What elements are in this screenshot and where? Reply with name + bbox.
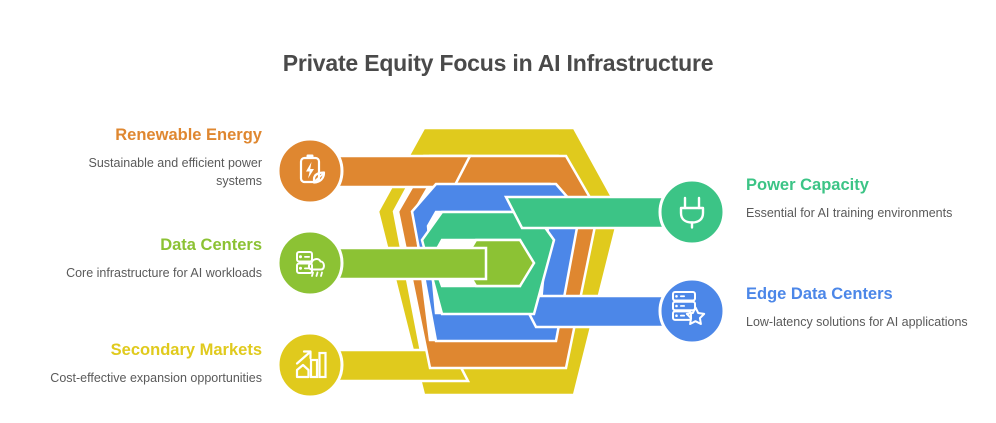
node-power-capacity: Power Capacity Essential for AI training… [746,176,976,222]
ring-secondary-markets [300,126,622,397]
node-description-edge-data-centers: Low-latency solutions for AI application… [746,314,968,329]
node-secondary-markets: Secondary Markets Cost-effective expansi… [30,341,262,387]
node-heading-data-centers: Data Centers [160,236,262,254]
core-data-centers [300,238,536,288]
node-description-data-centers: Core infrastructure for AI workloads [66,265,262,280]
eco-battery-icon [299,153,326,184]
icon-renewable-energy[interactable] [276,137,344,205]
ring-renewable-energy [300,154,600,370]
node-heading-secondary-markets: Secondary Markets [110,341,262,359]
ring-power-capacity [420,195,694,316]
node-description-secondary-markets: Cost-effective expansion opportunities [50,370,262,385]
node-heading-power-capacity: Power Capacity [746,176,869,194]
node-data-centers: Data Centers Core infrastructure for AI … [40,236,262,282]
node-description-renewable-energy: Sustainable and efficient power systems [88,155,263,188]
node-heading-edge-data-centers: Edge Data Centers [746,285,893,303]
power-plug-icon [679,196,705,229]
server-star-icon [672,291,706,325]
ring-edge-data-centers [410,182,694,343]
icon-power-capacity[interactable] [658,178,726,246]
node-description-power-capacity: Essential for AI training environments [746,205,953,220]
icon-data-centers[interactable] [276,229,344,297]
node-renewable-energy: Renewable Energy Sustainable and efficie… [40,126,263,190]
icon-secondary-markets[interactable] [276,331,344,399]
cloud-server-icon [296,251,325,277]
icon-edge-data-centers[interactable] [658,277,726,345]
node-heading-renewable-energy: Renewable Energy [115,126,262,144]
node-edge-data-centers: Edge Data Centers Low-latency solutions … [746,285,976,331]
page-title: Private Equity Focus in AI Infrastructur… [282,50,714,76]
growth-chart-icon [295,350,327,379]
